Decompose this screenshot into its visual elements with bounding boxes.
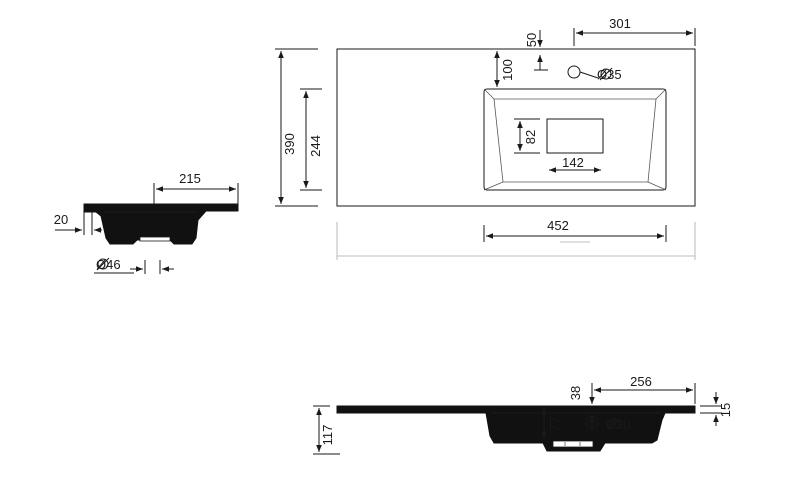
- tap-offset-edge-label: 50: [524, 33, 539, 47]
- diameter-icon: [97, 258, 109, 270]
- front-profile: [336, 405, 696, 452]
- bowl-depth-label: 244: [308, 135, 323, 157]
- side-drain: [139, 236, 171, 242]
- tap-hole-diameter-front-label: Ø30: [606, 417, 631, 432]
- tap-offset-right-label: 301: [609, 16, 631, 31]
- tap-height-label: 38: [568, 386, 583, 400]
- tap-offset-back-label: 100: [500, 59, 515, 81]
- drain-diameter-label: Ø46: [96, 257, 121, 272]
- basin-outer: [483, 88, 667, 191]
- drain-width-label: 142: [562, 155, 584, 170]
- bowl-length-label: 215: [179, 171, 201, 186]
- drain-rect: [546, 118, 604, 154]
- slab-thickness-label: 15: [718, 403, 733, 417]
- front-drain: [552, 440, 594, 448]
- side-section: 215 20 Ø46: [54, 171, 239, 274]
- total-height-label: 117: [320, 425, 335, 446]
- top-view: 390 244 100 50 301 Ø35 82 142: [275, 16, 696, 260]
- tap-depth-label: 77: [547, 417, 562, 431]
- tap-hole-diameter-label: Ø35: [597, 67, 622, 82]
- diameter-icon: [608, 418, 620, 430]
- rim-length-label: 256: [630, 374, 652, 389]
- overall-depth-label: 390: [282, 133, 297, 155]
- drain-height-label: 82: [523, 130, 538, 144]
- rim-offset-label: 20: [54, 212, 68, 227]
- countertop-outline: [336, 48, 696, 207]
- bowl-width-label: 452: [547, 218, 569, 233]
- tap-hole: [567, 65, 581, 79]
- front-section: 117 77 38 Ø30 256 15: [313, 374, 733, 455]
- diameter-icon: [600, 68, 612, 80]
- tap-hole-front: [585, 415, 599, 429]
